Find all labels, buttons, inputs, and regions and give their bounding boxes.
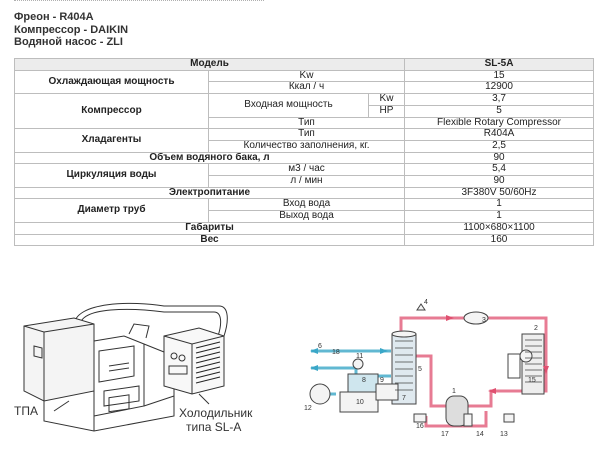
callout-13: 13 [500,431,508,438]
callout-18: 18 [332,349,340,356]
dims-value: 1100×680×1100 [404,221,595,235]
table-row: Электропитание 3F380V 50/60Hz [13,186,595,200]
cooling-label: Охлаждающая мощность [14,69,209,95]
power-label: Электропитание [13,186,406,200]
callout-1: 1 [452,388,456,395]
power-value: 3F380V 50/60Hz [404,186,595,200]
compressor-type-value: Flexible Rotary Compressor [404,116,595,130]
refrigerant-type-value: R404A [404,128,595,141]
cooling-kw-value: 15 [404,69,595,83]
callout-7: 7 [402,395,406,402]
type-label-2: Тип [207,128,406,141]
table-row: Ккал / ч 12900 [15,81,595,95]
table-row: Выход вода 1 [15,210,595,223]
compressor-label: Компрессор [14,93,209,130]
table-row: Диаметр труб Вход вода 1 [14,198,595,223]
callout-3: 3 [482,317,486,324]
fill-label: Количество заполнения, кг. [207,139,406,153]
callout-16: 16 [416,423,424,430]
table-row: Охлаждающая мощность Kw 15 [14,69,595,95]
circuit-schematic: 4 3 2 15 5 6 11 8 9 10 12 7 1 16 17 14 1… [296,296,566,459]
input-kw-value: 3,7 [404,93,595,106]
table-row: Циркуляция воды м3 / час 5,4 [14,163,595,188]
header-model-label: Модель [13,58,406,71]
callout-2: 2 [534,325,538,332]
outlet-value: 1 [404,210,595,223]
weight-value: 160 [404,233,595,247]
unit-kw: Kw [207,69,406,83]
table-row: Компрессор Входная мощность Kw 3,7 [14,93,595,130]
type-label: Тип [207,116,406,130]
refrigerants-label: Хладагенты [14,128,209,153]
fill-value: 2,5 [404,139,595,153]
spec-table: Модель SL-5A Охлаждающая мощность Kw 15 … [13,58,595,247]
unit-hp: HP [367,104,406,118]
compressor-text: Компрессор - DAIKIN [14,23,129,36]
unit-m3h: м3 / час [207,163,406,177]
circ-lmin-value: 90 [404,175,595,188]
outlet-label: Выход вода [207,210,406,223]
callout-11: 11 [356,353,363,360]
tpa-label: ТПА [14,404,38,418]
callout-6: 6 [318,343,322,350]
tank-value: 90 [404,151,595,165]
pipe-label: Диаметр труб [14,198,209,223]
callout-15: 15 [528,377,536,384]
table-row: HP 5 [15,104,595,118]
inlet-value: 1 [404,198,595,212]
tank-label: Объем водяного бака, л [13,151,406,165]
freon-text: Фреон - R404A [14,11,94,23]
circulation-label: Циркуляция воды [14,163,209,188]
table-row: л / мин 90 [15,175,595,188]
circ-m3h-value: 5,4 [404,163,595,177]
callout-10: 10 [356,399,364,406]
chiller-label-line1: Холодильник [179,406,253,420]
table-row: Хладагенты Тип R404A [14,128,595,153]
callout-14: 14 [476,431,484,438]
input-hp-value: 5 [404,104,595,118]
callout-9: 9 [380,377,384,384]
table-row: Вес 160 [13,233,595,247]
header-model-value: SL-5A [404,58,595,71]
inlet-label: Вход вода [207,198,406,212]
weight-label: Вес [13,233,406,247]
installation-drawing [23,302,228,432]
cooling-kcal-value: 12900 [404,81,595,95]
input-power-label: Входная мощность [208,93,369,118]
callout-12: 12 [304,405,312,412]
callout-17: 17 [441,431,449,438]
table-row: Модель SL-5A [13,58,595,71]
spec-summary: Фреон - R404A Компрессор - DAIKIN Водяно… [14,11,128,49]
installation-diagram: ТПА Холодильник типа SL-A [14,296,284,461]
table-row: Объем водяного бака, л 90 [13,151,595,165]
unit-kcal: Ккал / ч [207,81,406,95]
circuit-number-labels: 4 3 2 15 5 6 11 8 9 10 12 7 1 16 17 14 1… [304,299,538,438]
unit-kw-2: Kw [367,93,406,106]
pump-text: Водяной насос - ZLI [14,36,123,48]
dims-label: Габариты [13,221,406,235]
callout-8: 8 [362,377,366,384]
circuit-drawing [309,303,549,428]
callout-5: 5 [418,366,422,373]
callout-4: 4 [424,299,428,306]
unit-lmin: л / мин [207,175,406,188]
table-row: Количество заполнения, кг. 2,5 [15,139,595,153]
chiller-label-line2: типа SL-A [186,420,242,434]
table-row: Габариты 1100×680×1100 [13,221,595,235]
top-cut-line [14,0,264,4]
